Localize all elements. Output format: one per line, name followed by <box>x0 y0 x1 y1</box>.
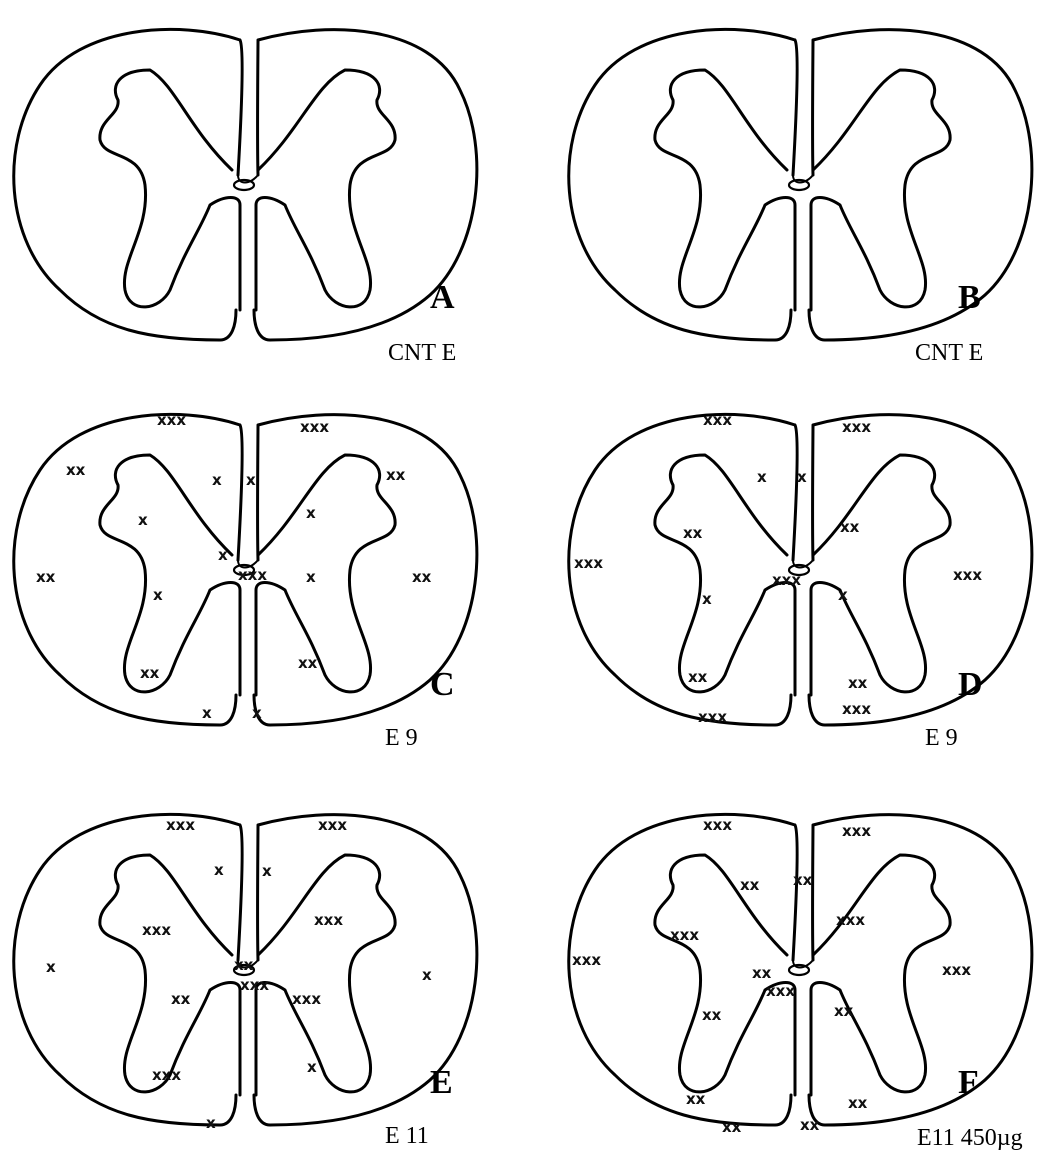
lesion-mark: xx <box>702 1006 722 1024</box>
lesion-mark: xx <box>752 964 772 982</box>
lesion-mark: xxx <box>766 982 795 1000</box>
lesion-mark: xx <box>793 871 813 889</box>
lesion-mark: x <box>206 1114 216 1132</box>
lesion-mark: xxx <box>842 822 871 840</box>
panel-letter-c: C <box>430 666 455 703</box>
lesion-mark: xx <box>298 654 318 672</box>
lesion-mark: xxx <box>572 951 601 969</box>
lesion-mark: xxx <box>318 816 347 834</box>
lesion-mark: xxx <box>314 911 343 929</box>
panel-a: A CNT E <box>14 29 477 366</box>
lesion-mark: x <box>306 504 316 522</box>
lesion-mark: xxx <box>238 566 267 584</box>
lesion-mark: x <box>138 511 148 529</box>
panel-d: xxx xxx x x xx xx xxx xxx x x xxx xx xx … <box>569 411 1032 751</box>
lesion-mark: x <box>202 704 212 722</box>
lesion-mark: xxx <box>836 911 865 929</box>
lesion-mark: xx <box>36 568 56 586</box>
lesion-mark: xx <box>688 668 708 686</box>
lesion-mark: xx <box>386 466 406 484</box>
panel-e: xxx xxx x x xxx xxx x x xx xxx xx xxx xx… <box>14 814 477 1149</box>
spinal-cord-section-a <box>14 29 477 340</box>
panel-f: xxx xxx xx xx xxx xxx xxx xxx xx xxx xx … <box>569 814 1032 1151</box>
lesion-mark: xxx <box>953 566 982 584</box>
lesion-mark: xx <box>686 1090 706 1108</box>
lesion-mark: x <box>246 471 256 489</box>
lesion-mark: x <box>46 958 56 976</box>
lesion-mark: xx <box>848 674 868 692</box>
lesion-mark: xx <box>840 518 860 536</box>
lesion-mark: xxx <box>152 1066 181 1084</box>
panel-letter-b: B <box>958 279 981 316</box>
lesion-mark: xx <box>234 956 254 974</box>
lesion-mark: xx <box>66 461 86 479</box>
lesion-mark: x <box>307 1058 317 1076</box>
lesion-mark: x <box>262 862 272 880</box>
lesion-mark: xxx <box>300 418 329 436</box>
lesion-mark: x <box>422 966 432 984</box>
lesion-mark: xxx <box>772 571 801 589</box>
panel-letter-d: D <box>958 666 983 703</box>
lesion-mark: x <box>306 568 316 586</box>
lesion-mark: xxx <box>142 921 171 939</box>
lesion-mark: x <box>212 471 222 489</box>
lesion-mark: xxx <box>842 418 871 436</box>
lesion-mark: xxx <box>240 976 269 994</box>
lesion-mark: xx <box>722 1118 742 1136</box>
panel-letter-e: E <box>430 1064 453 1101</box>
lesion-mark: x <box>838 586 848 604</box>
panel-caption-c: E 9 <box>385 725 418 751</box>
lesion-mark: x <box>153 586 163 604</box>
lesion-mark: x <box>757 468 767 486</box>
lesion-mark: xx <box>412 568 432 586</box>
panel-caption-e: E 11 <box>385 1123 429 1149</box>
panel-caption-f: E11 450µg <box>917 1125 1023 1151</box>
lesion-mark: xxx <box>292 990 321 1008</box>
panel-caption-d: E 9 <box>925 725 958 751</box>
lesion-mark: xx <box>800 1116 820 1134</box>
panel-letter-a: A <box>430 279 455 316</box>
lesion-mark: xxx <box>698 708 727 726</box>
lesion-mark: xx <box>140 664 160 682</box>
lesion-mark: xx <box>834 1002 854 1020</box>
lesion-mark: x <box>214 861 224 879</box>
lesion-mark: xx <box>740 876 760 894</box>
lesion-mark: x <box>797 468 807 486</box>
lesion-mark: xx <box>171 990 191 1008</box>
panel-caption-b: CNT E <box>915 340 983 366</box>
lesion-mark: xxx <box>574 554 603 572</box>
lesion-mark: x <box>218 546 228 564</box>
panel-letter-f: F <box>958 1064 979 1101</box>
lesion-mark: xxx <box>157 411 186 429</box>
lesion-mark: xxx <box>703 411 732 429</box>
lesion-mark: x <box>702 590 712 608</box>
lesion-mark: xxx <box>703 816 732 834</box>
panel-c: xxx xxx xx x x xx x x xx x xxx x xx x xx… <box>14 411 477 751</box>
lesion-mark: xx <box>683 524 703 542</box>
lesion-mark: x <box>252 704 262 722</box>
lesion-mark: xxx <box>942 961 971 979</box>
lesion-mark: xx <box>848 1094 868 1112</box>
panel-caption-a: CNT E <box>388 340 456 366</box>
lesion-mark: xxx <box>670 926 699 944</box>
lesion-mark: xxx <box>842 700 871 718</box>
panel-b: B CNT E <box>569 29 1032 366</box>
lesion-mark: xxx <box>166 816 195 834</box>
